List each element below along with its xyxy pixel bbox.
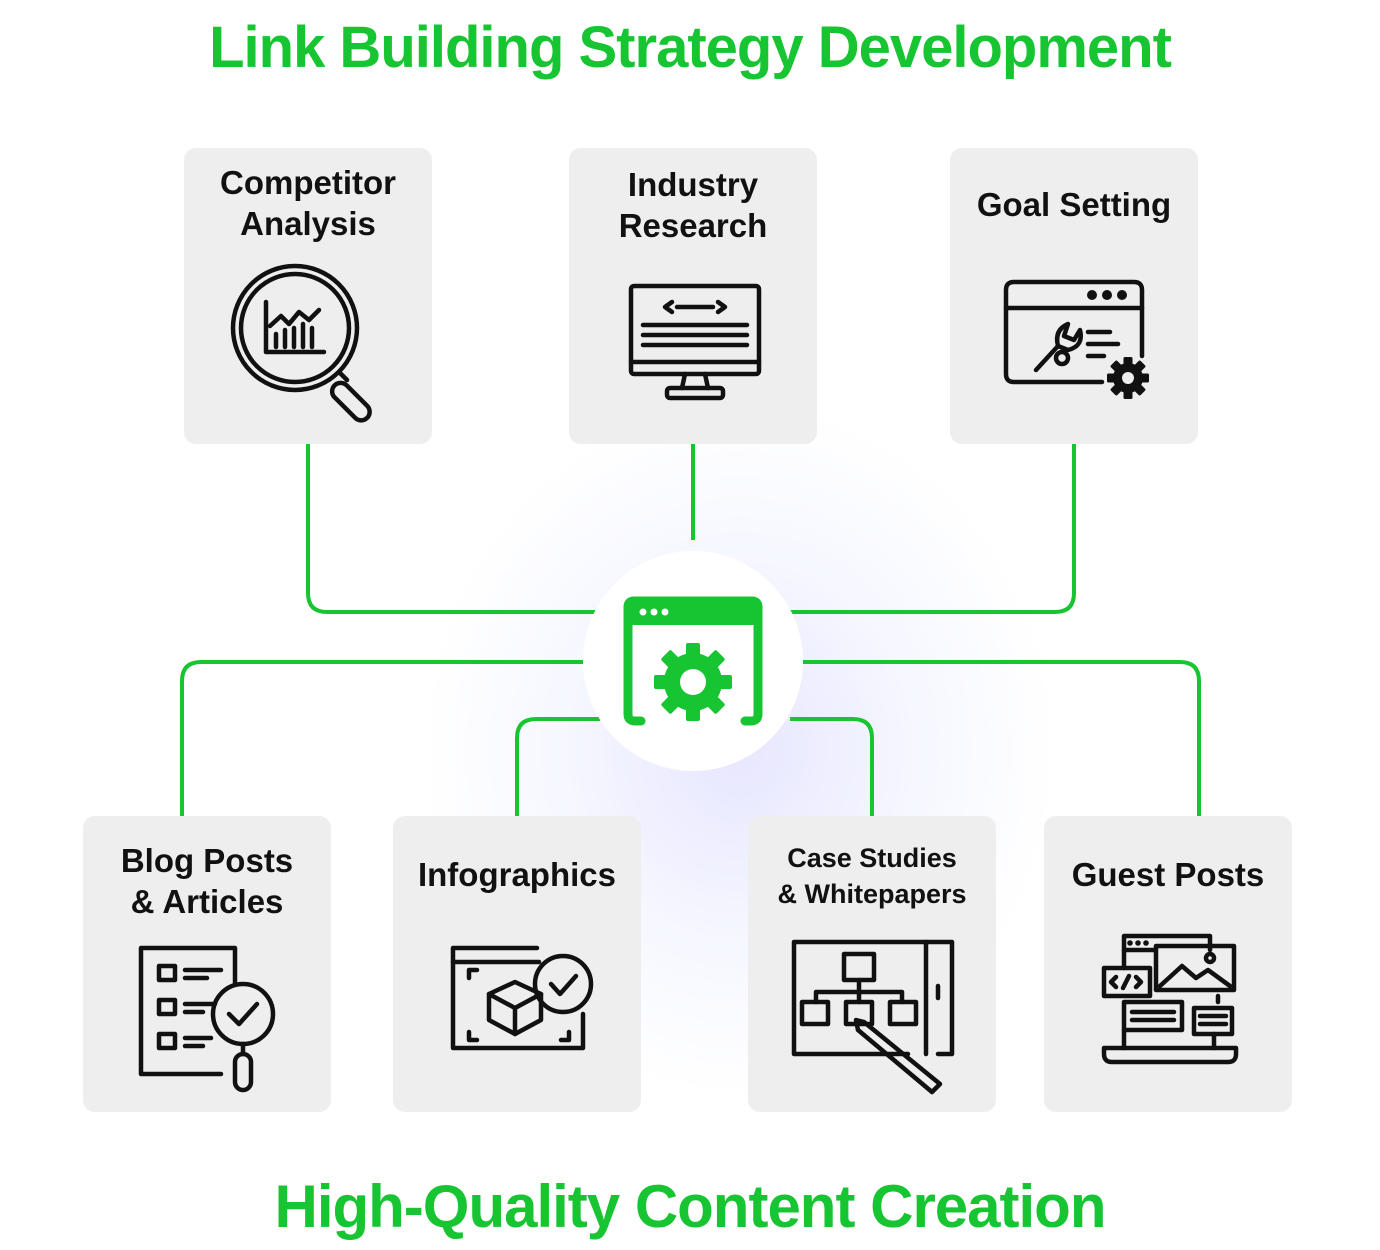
- connector-infographics: [515, 717, 600, 818]
- card-industry-research: Industry Research: [569, 148, 817, 444]
- card-label-line: Industry: [627, 166, 759, 203]
- card-infographics: Infographics: [393, 816, 641, 1112]
- card-guest-posts: Guest Posts: [1044, 816, 1292, 1112]
- card-label-line: & Articles: [130, 883, 284, 921]
- card-label-line: Infographics: [417, 856, 617, 893]
- connector-competitor: [306, 444, 600, 614]
- connector-blog: [180, 660, 600, 818]
- card-case-studies: Case Studies & Whitepapers: [748, 816, 996, 1112]
- card-label: Competitor Analysis: [184, 162, 432, 245]
- card-competitor-analysis: Competitor Analysis: [184, 148, 432, 444]
- card-label-line: Analysis: [240, 205, 376, 243]
- browser-gear-icon: [623, 596, 763, 726]
- card-label-line: Guest Posts: [1071, 856, 1265, 893]
- page-title: Link Building Strategy Development: [209, 15, 1172, 80]
- cube-check-icon: [450, 945, 594, 1051]
- flowchart-pen-icon: [791, 939, 955, 1095]
- card-label: Industry Research: [569, 164, 817, 247]
- card-label-line: & Whitepapers: [777, 879, 967, 910]
- connector-guest: [790, 660, 1201, 818]
- monitor-code-icon: [628, 283, 762, 401]
- card-goal-setting: Goal Setting: [950, 148, 1198, 444]
- card-label-line: Research: [618, 207, 768, 245]
- connector-goal: [790, 444, 1076, 614]
- connector-case-studies: [790, 717, 874, 818]
- card-label: Case Studies & Whitepapers: [748, 840, 996, 913]
- card-label: Goal Setting: [950, 184, 1198, 225]
- card-label-line: Goal Setting: [976, 186, 1172, 223]
- card-label-line: Blog Posts: [120, 842, 294, 879]
- web-layout-laptop-icon: [1101, 933, 1239, 1065]
- hub-circle: [583, 551, 803, 771]
- card-label: Infographics: [393, 854, 641, 895]
- browser-wrench-gear-icon: [1003, 279, 1149, 399]
- card-label-line: Case Studies: [787, 843, 957, 873]
- card-label: Blog Posts & Articles: [83, 840, 331, 923]
- section-title-bottom: High-Quality Content Creation: [274, 1173, 1107, 1240]
- magnifier-chart-icon: [230, 263, 372, 423]
- card-label-line: Competitor: [220, 164, 396, 201]
- card-blog-posts: Blog Posts & Articles: [83, 816, 331, 1112]
- card-label: Guest Posts: [1044, 854, 1292, 895]
- checklist-magnifier-icon: [138, 945, 276, 1093]
